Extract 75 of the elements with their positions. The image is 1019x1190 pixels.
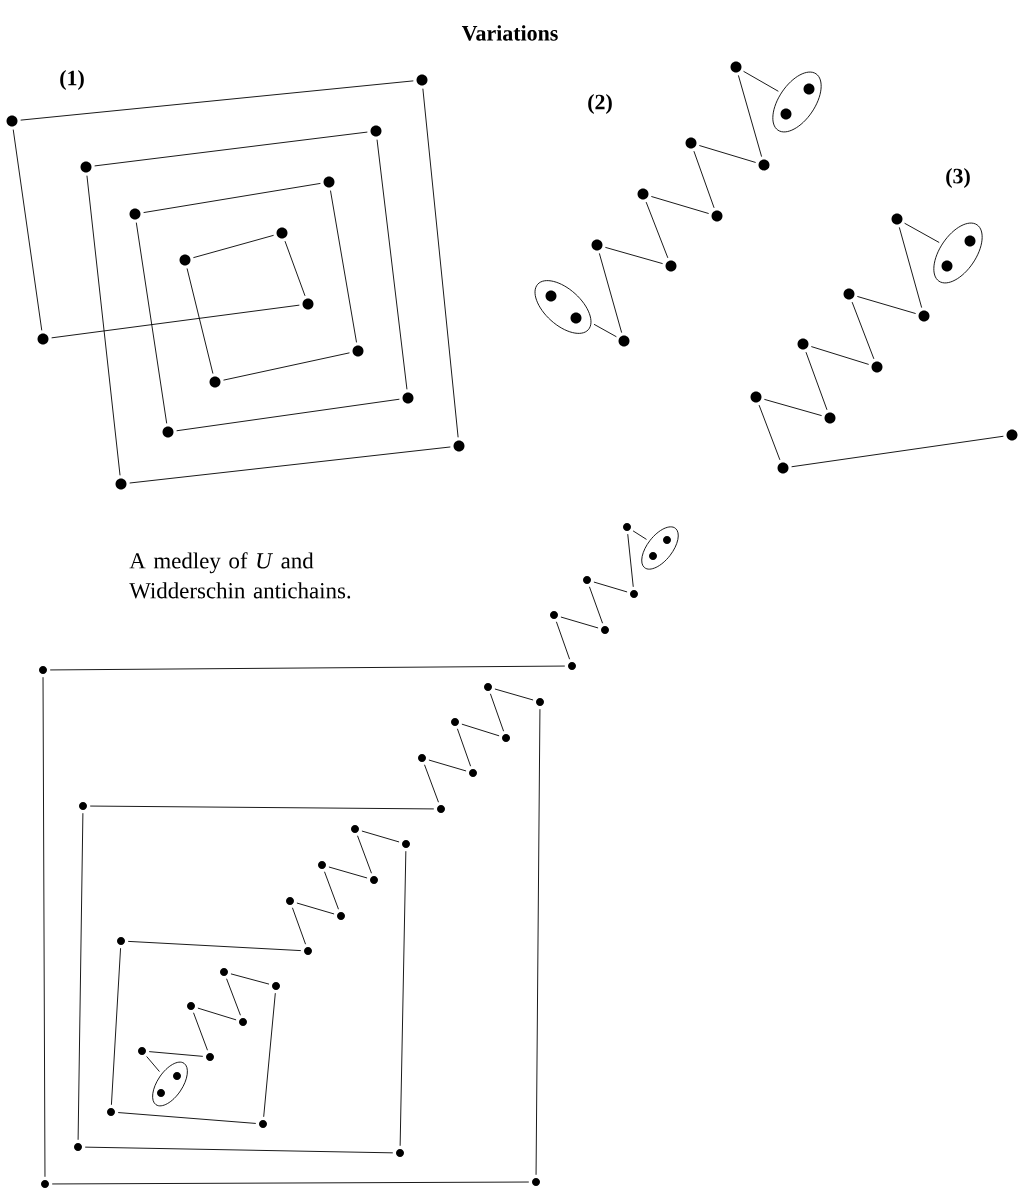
title: Variations bbox=[461, 25, 558, 41]
line bbox=[461, 723, 500, 737]
line bbox=[763, 398, 823, 417]
line bbox=[560, 616, 599, 629]
line bbox=[77, 812, 84, 1141]
line bbox=[743, 70, 779, 92]
line bbox=[791, 435, 1004, 468]
line bbox=[805, 351, 828, 411]
line bbox=[328, 866, 368, 879]
line bbox=[627, 533, 634, 588]
line bbox=[51, 304, 300, 339]
line bbox=[376, 139, 408, 390]
line bbox=[851, 301, 875, 360]
line bbox=[399, 850, 407, 1147]
line bbox=[357, 835, 372, 874]
line bbox=[284, 240, 306, 297]
line bbox=[810, 346, 870, 365]
line bbox=[758, 404, 781, 461]
line bbox=[143, 182, 321, 214]
line bbox=[535, 708, 541, 1176]
line bbox=[84, 1146, 394, 1154]
line bbox=[598, 252, 623, 334]
line bbox=[698, 145, 757, 163]
line bbox=[588, 586, 603, 624]
line bbox=[110, 947, 122, 1106]
line bbox=[593, 581, 628, 593]
line bbox=[361, 830, 400, 843]
line bbox=[604, 246, 664, 265]
line bbox=[49, 665, 566, 671]
line bbox=[193, 1012, 208, 1051]
line bbox=[129, 446, 451, 484]
line bbox=[645, 201, 669, 259]
line bbox=[428, 759, 467, 772]
line bbox=[192, 234, 275, 259]
line bbox=[593, 323, 617, 338]
line bbox=[12, 129, 43, 331]
panel-number: (3) bbox=[946, 168, 970, 188]
line bbox=[424, 764, 439, 803]
line bbox=[296, 902, 335, 915]
line bbox=[856, 296, 917, 314]
line bbox=[89, 805, 435, 810]
line bbox=[737, 74, 763, 158]
line bbox=[186, 268, 214, 374]
line bbox=[489, 693, 505, 732]
line bbox=[20, 80, 414, 121]
line bbox=[51, 1181, 530, 1185]
line bbox=[494, 688, 534, 701]
line bbox=[197, 1007, 237, 1021]
line bbox=[330, 190, 357, 343]
line bbox=[292, 907, 306, 945]
line bbox=[456, 728, 472, 767]
line bbox=[650, 196, 710, 214]
line bbox=[94, 131, 368, 167]
line bbox=[127, 940, 302, 952]
line bbox=[146, 1056, 160, 1072]
line bbox=[117, 1112, 257, 1124]
line bbox=[223, 352, 350, 381]
panel-number: (2) bbox=[588, 94, 612, 114]
line bbox=[693, 150, 715, 209]
line bbox=[226, 978, 241, 1016]
line bbox=[632, 530, 647, 540]
caption: A medley of U and Widderschin antichains. bbox=[129, 552, 351, 599]
panel-number: (1) bbox=[60, 70, 84, 90]
line bbox=[135, 222, 168, 424]
line bbox=[898, 226, 923, 309]
line bbox=[324, 871, 339, 910]
line bbox=[86, 175, 121, 476]
line bbox=[42, 676, 46, 1178]
line bbox=[422, 88, 459, 438]
line bbox=[148, 1051, 204, 1057]
line bbox=[904, 222, 940, 243]
line bbox=[176, 398, 400, 432]
line bbox=[555, 621, 571, 660]
line bbox=[263, 992, 276, 1118]
line bbox=[230, 973, 270, 985]
